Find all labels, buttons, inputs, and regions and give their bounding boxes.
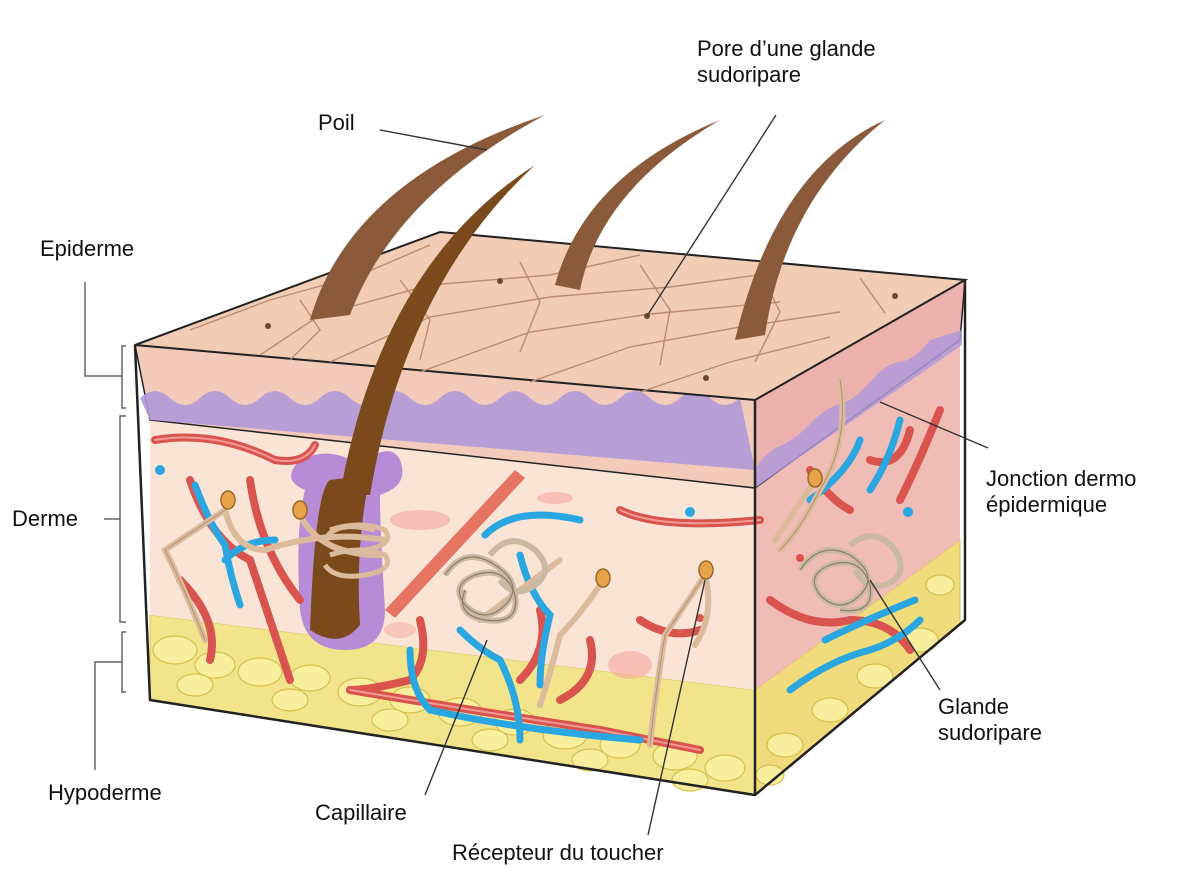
layer-brackets [85,282,126,770]
label-poil: Poil [318,110,355,136]
epiderme-bracket [85,282,126,408]
hypoderme-bracket [95,632,126,770]
label-recepteur-du-toucher: Récepteur du toucher [452,840,664,866]
label-glande-sudoripare: Glande sudoripare [938,694,1098,746]
label-pore-glande-sudoripare: Pore d’une glande sudoripare [697,36,937,88]
label-jonction-dermo-epidermique: Jonction dermo épidermique [986,466,1186,518]
derme-bracket [104,416,126,622]
label-epiderme: Epiderme [40,236,134,262]
label-capillaire: Capillaire [315,800,407,826]
label-derme: Derme [12,506,78,532]
poil-leader [380,130,487,150]
label-hypoderme: Hypoderme [48,780,162,806]
